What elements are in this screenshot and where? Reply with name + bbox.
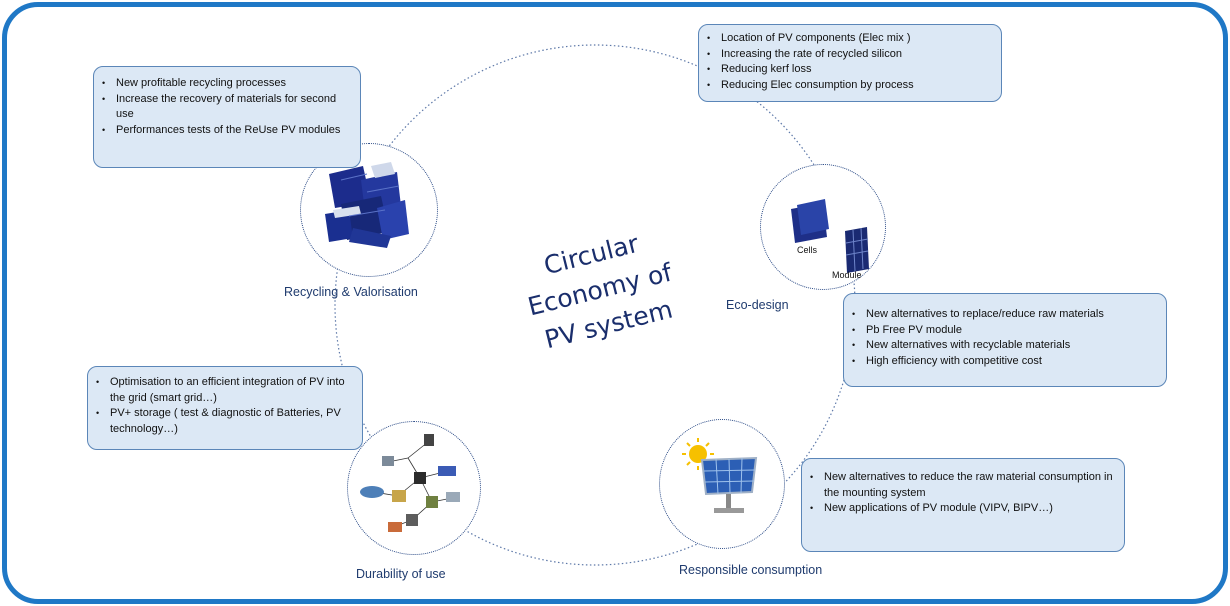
list-item: New profitable recycling processes bbox=[100, 76, 352, 92]
list-item: New alternatives with recyclable materia… bbox=[850, 338, 1158, 354]
ecodesign-label: Eco-design bbox=[726, 298, 789, 312]
list-item: Increasing the rate of recycled silicon bbox=[705, 47, 993, 63]
durability-node bbox=[347, 421, 481, 555]
list-item: Pb Free PV module bbox=[850, 323, 1158, 339]
recycling-box: New profitable recycling processes Incre… bbox=[93, 66, 361, 168]
ecodesign-top-box: Location of PV components (Elec mix ) In… bbox=[698, 24, 1002, 102]
module-label: Module bbox=[832, 270, 862, 280]
recycling-label: Recycling & Valorisation bbox=[284, 285, 418, 299]
list-item: Performances tests of the ReUse PV modul… bbox=[100, 123, 352, 139]
list-item: New applications of PV module (VIPV, BIP… bbox=[808, 501, 1116, 517]
consumption-label: Responsible consumption bbox=[679, 563, 823, 577]
solar-cells-and-module-icon bbox=[791, 199, 869, 273]
list-item: PV+ storage ( test & diagnostic of Batte… bbox=[94, 406, 354, 437]
consumption-node bbox=[659, 419, 785, 549]
list-item: High efficiency with competitive cost bbox=[850, 354, 1158, 370]
list-item: Increase the recovery of materials for s… bbox=[100, 92, 352, 123]
list-item: Optimisation to an efficient integration… bbox=[94, 375, 354, 406]
ecodesign-node bbox=[760, 164, 886, 290]
durability-box: Optimisation to an efficient integration… bbox=[87, 366, 363, 450]
consumption-box: New alternatives to reduce the raw mater… bbox=[801, 458, 1125, 552]
broken-solar-cells-icon bbox=[325, 162, 409, 248]
list-item: Reducing Elec consumption by process bbox=[705, 78, 993, 94]
ecodesign-right-box: New alternatives to replace/reduce raw m… bbox=[843, 293, 1167, 387]
durability-label: Durability of use bbox=[356, 567, 446, 581]
list-item: Location of PV components (Elec mix ) bbox=[705, 31, 993, 47]
list-item: Reducing kerf loss bbox=[705, 62, 993, 78]
list-item: New alternatives to replace/reduce raw m… bbox=[850, 307, 1158, 323]
solar-panel-with-sun-icon bbox=[682, 438, 758, 513]
list-item: New alternatives to reduce the raw mater… bbox=[808, 470, 1116, 501]
cells-label: Cells bbox=[797, 245, 818, 255]
smart-grid-network-icon bbox=[360, 434, 460, 532]
recycling-node bbox=[300, 143, 438, 277]
